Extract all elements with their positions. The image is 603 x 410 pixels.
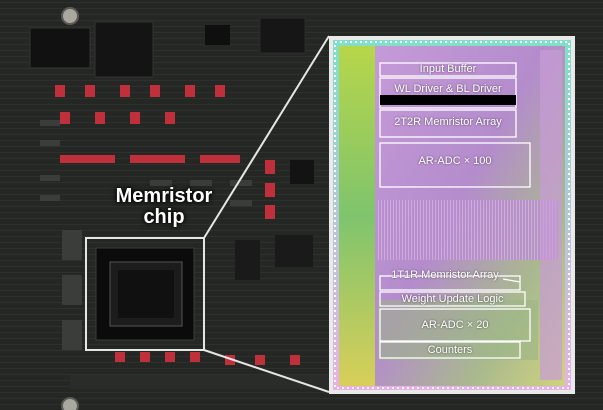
board-chip-top-2 [259,17,306,54]
mounting-hole [61,397,79,410]
array-2t2r-label: 2T2R Memristor Array [394,116,502,128]
smd-components [40,120,330,389]
callout-line-bottom [203,349,330,393]
chip-label-line2: chip [143,206,185,228]
board-chip-top [205,25,230,45]
adc-100-label: AR-ADC × 100 [418,155,492,167]
wl-bl-black-bar [380,95,516,105]
array-1t1r-label: 1T1R Memristor Array [391,269,499,281]
die-stripe-band [378,200,558,260]
memristor-chip-label: Memristor chip [104,186,224,228]
weight-update-label: Weight Update Logic [401,293,504,305]
die-lower-band [378,300,538,360]
die-block-outlines [379,62,531,359]
callout-line-top [203,35,330,239]
adc-20-label: AR-ADC × 20 [421,319,489,331]
mounting-hole [61,7,79,25]
counters-label: Counters [427,344,473,356]
die-right-column [540,50,562,380]
input-buffer-label: Input Buffer [419,63,477,75]
red-headers [55,85,300,365]
chip-package-inner [118,270,174,318]
chip-package-outline [85,237,205,351]
board-connector [29,27,91,69]
die-green-edge [339,46,379,386]
array-1t1r-pointer [502,278,521,283]
die-dotted-edge [334,41,570,389]
chip-label-line1: Memristor [115,185,213,207]
wl-bl-driver-label: WL Driver & BL Driver [394,83,502,95]
board-connector-2 [94,21,154,78]
